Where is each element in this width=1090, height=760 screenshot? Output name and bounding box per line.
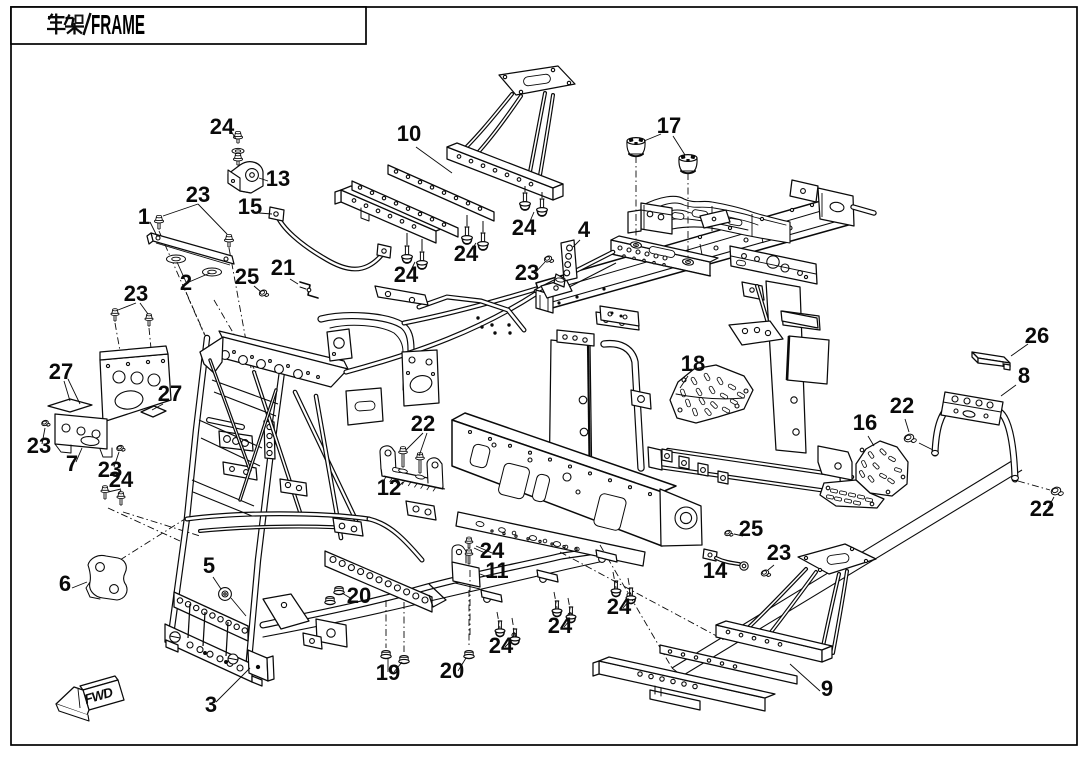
svg-text:15: 15: [238, 194, 262, 219]
svg-text:23: 23: [515, 260, 539, 285]
svg-text:5: 5: [203, 553, 215, 578]
svg-text:14: 14: [703, 558, 728, 583]
svg-text:11: 11: [485, 558, 508, 583]
svg-text:21: 21: [271, 255, 295, 280]
svg-text:25: 25: [739, 516, 763, 541]
svg-text:7: 7: [66, 451, 78, 476]
svg-text:2: 2: [180, 270, 192, 295]
svg-text:4: 4: [578, 217, 591, 242]
svg-text:24: 24: [489, 633, 514, 658]
svg-text:18: 18: [681, 351, 705, 376]
svg-text:23: 23: [27, 433, 51, 458]
svg-text:FRAME: FRAME: [91, 9, 145, 40]
svg-text:23: 23: [124, 281, 148, 306]
svg-text:8: 8: [1018, 363, 1030, 388]
svg-text:1: 1: [138, 204, 150, 229]
svg-text:12: 12: [377, 475, 401, 500]
svg-text:20: 20: [440, 658, 464, 683]
svg-text:26: 26: [1025, 323, 1049, 348]
svg-text:24: 24: [210, 114, 235, 139]
svg-text:24: 24: [512, 215, 537, 240]
svg-text:20: 20: [347, 583, 371, 608]
svg-text:23: 23: [98, 457, 122, 482]
svg-text:23: 23: [186, 182, 210, 207]
svg-text:24: 24: [548, 613, 573, 638]
svg-text:27: 27: [158, 381, 182, 406]
svg-text:24: 24: [454, 241, 479, 266]
svg-text:24: 24: [480, 538, 505, 563]
svg-text:22: 22: [411, 411, 435, 436]
svg-text:24: 24: [607, 594, 632, 619]
svg-text:22: 22: [890, 393, 914, 418]
svg-text:24: 24: [394, 262, 419, 287]
svg-text:10: 10: [397, 121, 421, 146]
svg-text:23: 23: [767, 540, 791, 565]
svg-text:22: 22: [1030, 496, 1054, 521]
svg-text:13: 13: [266, 166, 290, 191]
svg-text:16: 16: [853, 410, 877, 435]
svg-text:24: 24: [109, 467, 134, 492]
svg-text:9: 9: [821, 676, 833, 701]
svg-text:6: 6: [59, 571, 71, 596]
svg-text:3: 3: [205, 692, 217, 717]
svg-text:27: 27: [49, 359, 73, 384]
svg-text:25: 25: [235, 264, 259, 289]
